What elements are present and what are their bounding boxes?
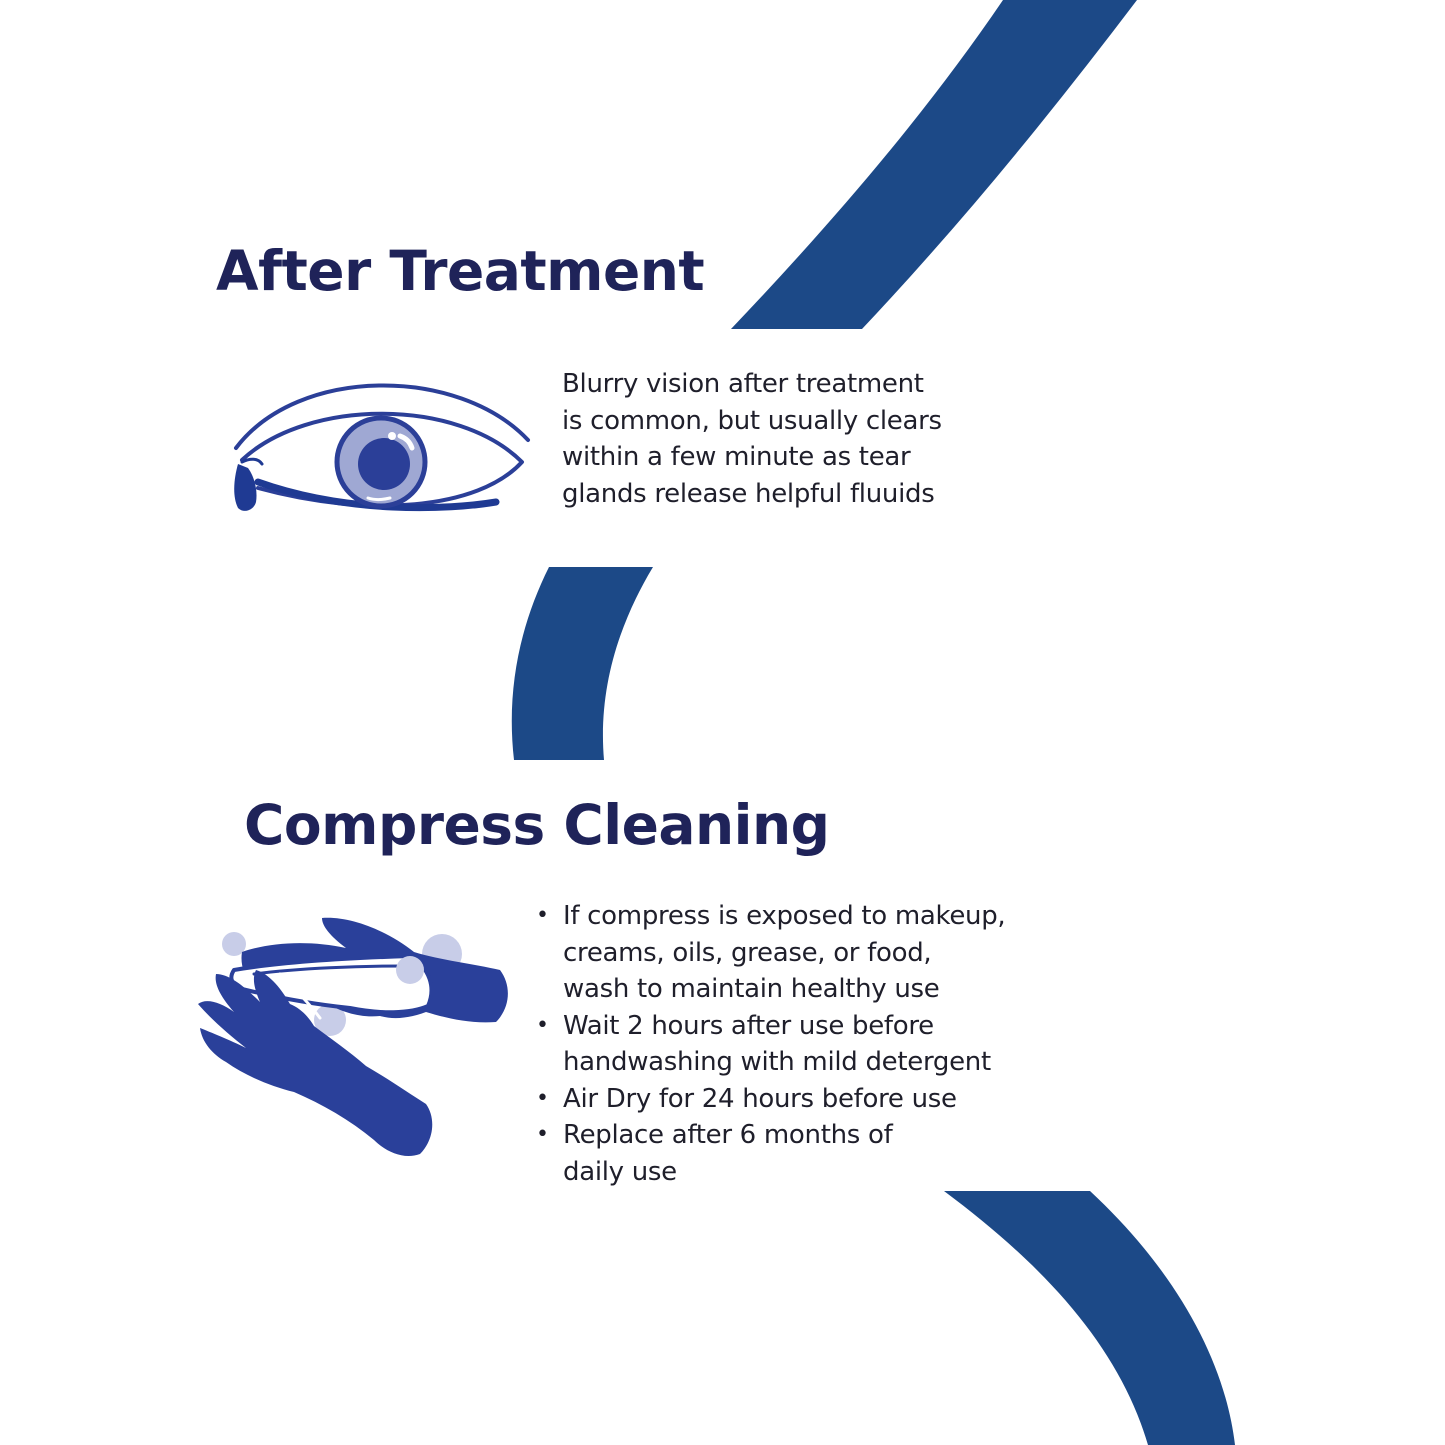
list-item-line: Replace after 6 months of (563, 1120, 893, 1150)
compress-cleaning-list: If compress is exposed to makeup, creams… (536, 898, 1006, 1190)
paragraph-line: is common, but usually clears (562, 405, 942, 436)
list-item-line: If compress is exposed to makeup, (563, 901, 1006, 931)
list-item-line: handwashing with mild detergent (563, 1047, 991, 1077)
after-treatment-paragraph: Blurry vision after treatment is common,… (562, 366, 942, 512)
paragraph-line: glands release helpful fluuids (562, 478, 935, 509)
ribbon-segment-bottom (944, 1191, 1235, 1445)
list-item: Replace after 6 months of daily use (536, 1117, 1005, 1190)
ribbon-segment-middle (511, 567, 653, 760)
paragraph-line: within a few minute as tear (562, 442, 911, 472)
washing-hands-icon (198, 917, 508, 1157)
compress-cleaning-heading: Compress Cleaning (244, 793, 830, 857)
ribbon-segment-top (731, 0, 1137, 329)
list-item-line: Wait 2 hours after use before (563, 1010, 934, 1041)
after-treatment-heading: After Treatment (216, 239, 705, 303)
list-item: Wait 2 hours after use before handwashin… (536, 1008, 1005, 1081)
list-item-line: wash to maintain healthy use (563, 974, 940, 1004)
list-item-line: daily use (563, 1156, 677, 1187)
list-item-line: Air Dry for 24 hours before use (563, 1083, 957, 1114)
paragraph-line: Blurry vision after treatment (562, 369, 924, 399)
list-item: Air Dry for 24 hours before use (536, 1081, 1005, 1118)
list-item: If compress is exposed to makeup, creams… (536, 898, 1006, 1008)
list-item-line: creams, oils, grease, or food, (563, 937, 932, 968)
eye-icon (234, 383, 530, 512)
